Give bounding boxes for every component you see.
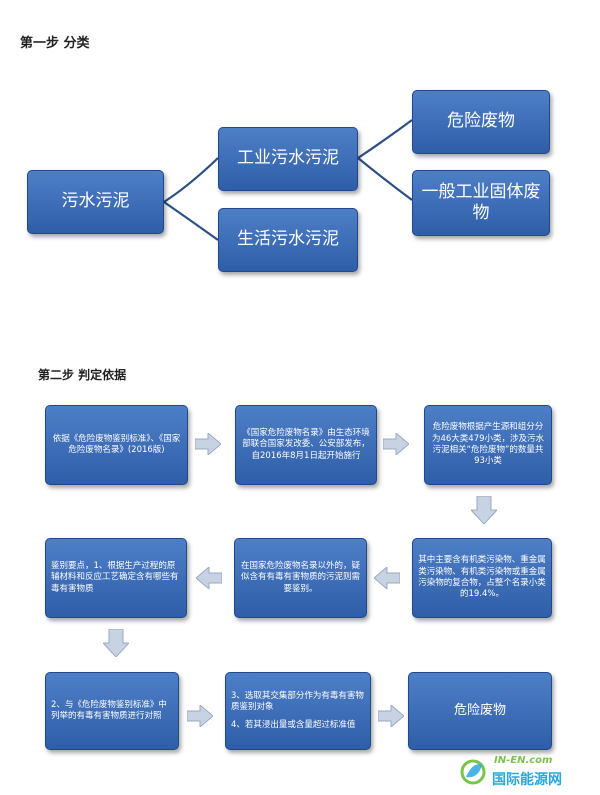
criteria-box-7-text: 2、与《危险废物鉴别标准》中列举的有毒有害物质进行对照 <box>51 699 167 721</box>
left-arrow-icon <box>196 567 222 589</box>
node-sewage-sludge: 污水污泥 <box>27 170 164 234</box>
node-hazardous-waste: 危险废物 <box>412 90 550 154</box>
node-industrial-sludge-label: 工业污水污泥 <box>237 148 339 169</box>
connector-root-domestic <box>163 201 219 241</box>
criteria-box-8-line-4: 4、若其浸出量或含量超过标准值 <box>231 719 356 730</box>
result-hazardous-waste-label: 危险废物 <box>453 702 506 718</box>
down-arrow-icon <box>471 496 497 524</box>
criteria-box-6: 鉴别要点，1、根据生产过程的原辅材料和反应工艺确定含有哪些有毒有害物质 <box>45 538 187 618</box>
right-arrow-icon <box>195 433 221 455</box>
watermark-logo: IN-EN.com 国际能源网 <box>458 752 598 792</box>
criteria-box-5-text: 在国家危险废物名录以外的，疑似含有有毒有害物质的污泥则需要鉴别。 <box>240 560 360 594</box>
criteria-box-2-text: 《国家危险废物名录》由生态环境部联合国家发改委、公安部发布，自2016年8月1日… <box>242 427 370 461</box>
leaf-logo-icon <box>460 759 486 785</box>
criteria-box-6-text: 鉴别要点，1、根据生产过程的原辅材料和反应工艺确定含有哪些有毒有害物质 <box>51 560 179 594</box>
connector-industrial-general <box>357 157 413 201</box>
right-arrow-icon <box>383 433 409 455</box>
node-domestic-sludge: 生活污水污泥 <box>218 208 358 272</box>
connector-root-industrial <box>163 157 219 203</box>
result-hazardous-waste: 危险废物 <box>408 672 552 750</box>
step1-heading: 第一步 分类 <box>20 36 90 51</box>
step2-heading: 第二步 判定依据 <box>38 368 127 382</box>
criteria-box-8: 3、选取其交集部分作为有毒有害物质鉴别对象 4、若其浸出量或含量超过标准值 <box>225 672 371 750</box>
node-general-solid-waste-label: 一般工业固体废物 <box>421 181 541 223</box>
criteria-box-8-line-3: 3、选取其交集部分作为有毒有害物质鉴别对象 <box>231 690 364 713</box>
criteria-box-1-text: 依据《危险废物鉴别标准》、《国家危险废物名录》(2016版) <box>52 433 181 455</box>
criteria-box-3-text: 危险废物根据产生源和组分分为46大类479小类，涉及污水污泥相关“危险废物”的数… <box>431 422 545 467</box>
criteria-box-4-text: 其中主要含有机类污染物、重金属类污染物、有机类污染物或重金属污染物的复合物，占整… <box>418 555 546 600</box>
criteria-box-1: 依据《危险废物鉴别标准》、《国家危险废物名录》(2016版) <box>45 405 188 485</box>
node-industrial-sludge: 工业污水污泥 <box>218 127 358 191</box>
criteria-box-5: 在国家危险废物名录以外的，疑似含有有毒有害物质的污泥则需要鉴别。 <box>234 538 367 618</box>
node-hazardous-waste-label: 危险废物 <box>447 111 515 132</box>
node-general-solid-waste: 一般工业固体废物 <box>412 170 550 236</box>
watermark-site: IN-EN.com <box>494 755 553 766</box>
criteria-box-3: 危险废物根据产生源和组分分为46大类479小类，涉及污水污泥相关“危险废物”的数… <box>424 405 552 485</box>
criteria-box-7: 2、与《危险废物鉴别标准》中列举的有毒有害物质进行对照 <box>45 672 179 750</box>
watermark-name: 国际能源网 <box>492 772 562 788</box>
right-arrow-icon <box>187 705 213 727</box>
criteria-box-2: 《国家危险废物名录》由生态环境部联合国家发改委、公安部发布，自2016年8月1日… <box>235 405 377 485</box>
node-domestic-sludge-label: 生活污水污泥 <box>237 229 339 250</box>
down-arrow-icon <box>103 629 129 657</box>
criteria-box-4: 其中主要含有机类污染物、重金属类污染物、有机类污染物或重金属污染物的复合物，占整… <box>412 538 552 618</box>
connector-industrial-hazardous <box>357 119 413 159</box>
left-arrow-icon <box>374 567 400 589</box>
node-sewage-sludge-label: 污水污泥 <box>61 191 130 212</box>
right-arrow-icon <box>378 705 404 727</box>
classification-connectors <box>163 119 413 241</box>
